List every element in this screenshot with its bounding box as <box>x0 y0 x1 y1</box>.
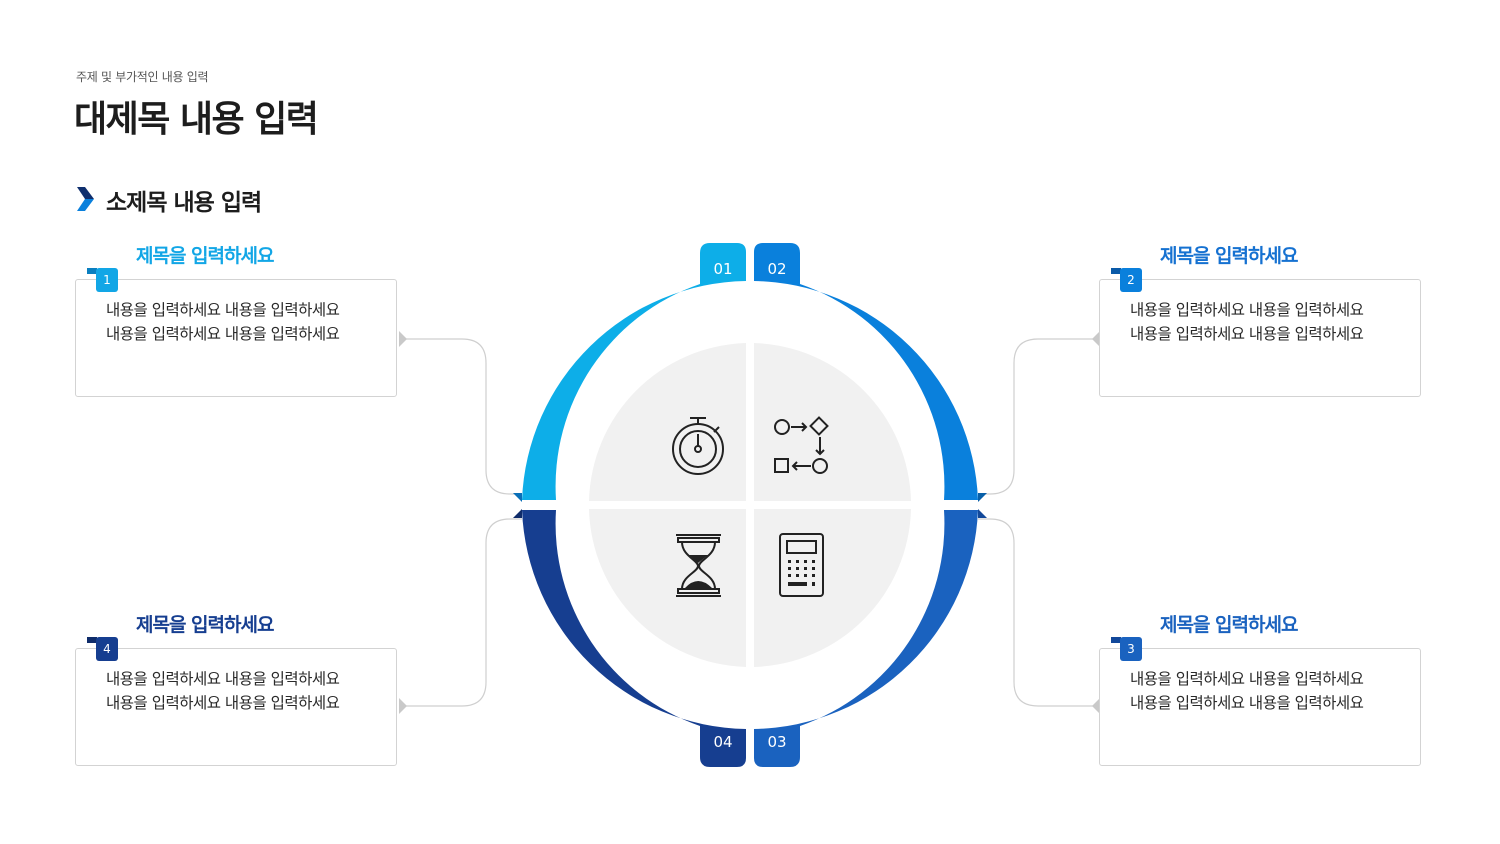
card-line: 내용을 입력하세요 내용을 입력하세요 <box>1130 670 1364 688</box>
section-subtitle: 소제목 내용 입력 <box>106 190 262 216</box>
segment-number-03: 03 <box>767 733 786 751</box>
info-card-2: 내용을 입력하세요 내용을 입력하세요 내용을 입력하세요 내용을 입력하세요 <box>1099 279 1421 397</box>
connector-4 <box>399 518 522 707</box>
info-card-4: 내용을 입력하세요 내용을 입력하세요 내용을 입력하세요 내용을 입력하세요 <box>75 648 397 766</box>
hourglass-icon <box>676 534 721 597</box>
inner-quadrant-1 <box>589 343 746 501</box>
process-flow-icon <box>774 416 829 474</box>
kicker-text: 주제 및 부가적인 내용 입력 <box>76 70 209 84</box>
chevron-right-icon <box>77 187 94 211</box>
stopwatch-icon <box>672 417 724 475</box>
card-badge-2: 2 <box>1120 268 1142 292</box>
inner-quadrant-2 <box>754 343 911 501</box>
badge-tab <box>87 268 97 274</box>
connector-lines <box>399 338 1100 707</box>
card-badge-1: 1 <box>96 268 118 292</box>
segment-number-01: 01 <box>713 260 732 278</box>
segment-number-04: 04 <box>713 733 732 751</box>
calculator-icon <box>779 533 824 597</box>
segment-number-02: 02 <box>767 260 786 278</box>
card-line: 내용을 입력하세요 내용을 입력하세요 <box>106 694 340 712</box>
card-title-4: 제목을 입력하세요 <box>136 614 274 636</box>
card-line: 내용을 입력하세요 내용을 입력하세요 <box>1130 301 1364 319</box>
card-badge-4: 4 <box>96 637 118 661</box>
segment-03 <box>754 509 987 767</box>
card-badge-3: 3 <box>1120 637 1142 661</box>
card-text-4: 내용을 입력하세요 내용을 입력하세요 내용을 입력하세요 내용을 입력하세요 <box>106 667 340 715</box>
inner-circle <box>589 343 911 667</box>
inner-quadrant-4 <box>589 509 746 667</box>
card-line: 내용을 입력하세요 내용을 입력하세요 <box>106 301 340 319</box>
card-text-2: 내용을 입력하세요 내용을 입력하세요 내용을 입력하세요 내용을 입력하세요 <box>1130 298 1364 346</box>
connector-2 <box>978 338 1100 495</box>
card-line: 내용을 입력하세요 내용을 입력하세요 <box>1130 325 1364 343</box>
card-line: 내용을 입력하세요 내용을 입력하세요 <box>106 670 340 688</box>
badge-tab <box>1111 637 1121 643</box>
card-title-2: 제목을 입력하세요 <box>1160 245 1298 267</box>
segment-04 <box>513 509 746 767</box>
segment-01 <box>513 243 746 502</box>
info-card-3: 내용을 입력하세요 내용을 입력하세요 내용을 입력하세요 내용을 입력하세요 <box>1099 648 1421 766</box>
card-line: 내용을 입력하세요 내용을 입력하세요 <box>106 325 340 343</box>
card-text-1: 내용을 입력하세요 내용을 입력하세요 내용을 입력하세요 내용을 입력하세요 <box>106 298 340 346</box>
connector-1 <box>399 338 522 495</box>
inner-quadrant-3 <box>754 509 911 667</box>
card-title-1: 제목을 입력하세요 <box>136 245 274 267</box>
page-title: 대제목 내용 입력 <box>74 99 319 140</box>
card-pointers <box>399 331 1100 714</box>
card-title-3: 제목을 입력하세요 <box>1160 614 1298 636</box>
badge-tab <box>1111 268 1121 274</box>
connector-3 <box>978 518 1100 707</box>
info-card-1: 내용을 입력하세요 내용을 입력하세요 내용을 입력하세요 내용을 입력하세요 <box>75 279 397 397</box>
card-text-3: 내용을 입력하세요 내용을 입력하세요 내용을 입력하세요 내용을 입력하세요 <box>1130 667 1364 715</box>
badge-tab <box>87 637 97 643</box>
card-line: 내용을 입력하세요 내용을 입력하세요 <box>1130 694 1364 712</box>
segment-02 <box>754 243 987 502</box>
